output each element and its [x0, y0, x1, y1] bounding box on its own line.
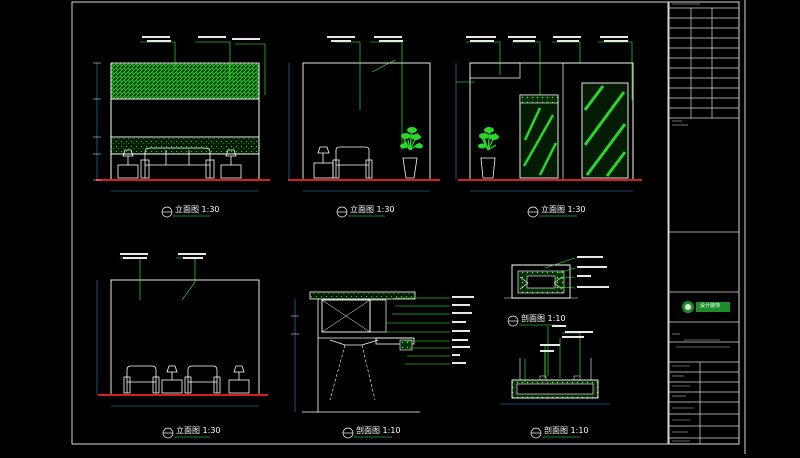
- potted-plant: [478, 127, 499, 179]
- title-block: [669, 3, 739, 444]
- elevation-4: [96, 253, 268, 407]
- section-3-title: 剖面图 1:10: [544, 426, 589, 435]
- section-1: [291, 291, 474, 413]
- elevation-2-title: 立面图 1:30: [350, 205, 395, 214]
- potted-plant: [400, 127, 423, 179]
- company-logo-icon: [682, 301, 730, 313]
- elevation-2: [288, 36, 440, 192]
- elevation-1-title: 立面图 1:30: [175, 205, 220, 214]
- elevation-4-title: 立面图 1:30: [176, 426, 221, 435]
- section-3: [500, 325, 610, 405]
- elevation-3: [455, 36, 642, 192]
- section-2-title: 剖面图 1:10: [521, 314, 566, 323]
- section-2: [504, 256, 609, 299]
- sofa-block: [140, 147, 215, 179]
- side-lamp: [117, 149, 242, 179]
- section-1-title: 剖面图 1:10: [356, 426, 401, 435]
- elevation-3-title: 立面图 1:30: [541, 205, 586, 214]
- elevation-1: [93, 36, 270, 192]
- view-markers: [161, 206, 542, 439]
- armchair: [332, 146, 373, 179]
- armchair: [123, 365, 250, 394]
- logo-text: 设计装饰: [700, 303, 721, 309]
- sheet-frame: [71, 0, 746, 454]
